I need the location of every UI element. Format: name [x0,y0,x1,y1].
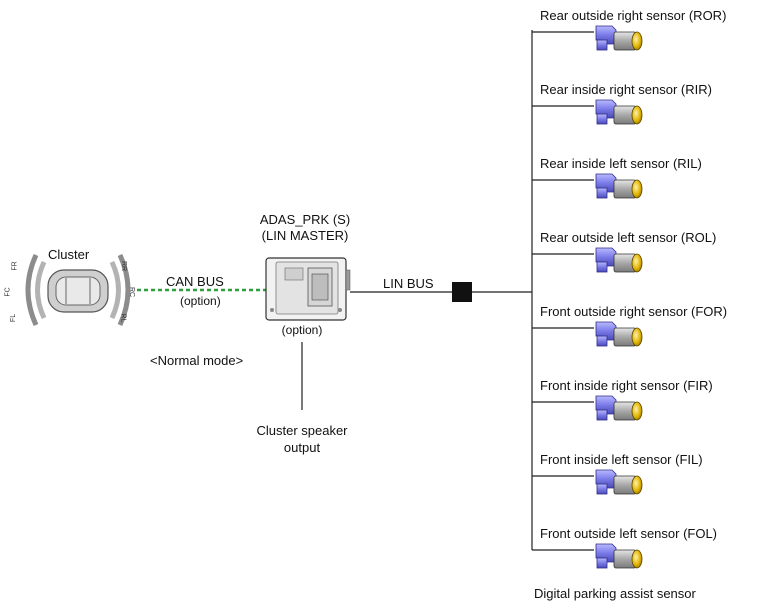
sensor-label: Front outside left sensor (FOL) [540,526,718,541]
parking-sensor-icon [595,247,643,273]
sensor-label: Rear inside right sensor (RIR) [540,82,712,97]
can-bus-label: CAN BUS [166,274,224,289]
adas-module [265,257,351,321]
zone-label-fc: FC [4,287,12,297]
module-role: (LIN MASTER) [261,228,349,243]
rear-arc-outer [117,253,131,327]
parking-sensor-icon [595,395,643,421]
front-arc-inner [35,260,47,320]
mode-label: <Normal mode> [150,353,244,368]
can-bus-note: (option) [180,294,221,308]
parking-sensor-icon [595,469,643,495]
module-name: ADAS_PRK (S) [259,212,351,227]
footer-label: Digital parking assist sensor [534,586,696,601]
speaker-label-line2: output [283,440,321,455]
zone-label-fr: FR [11,261,19,271]
sensor-label: Rear outside right sensor (ROR) [540,8,727,23]
zone-label-rr: RR [120,260,128,272]
zone-label-fl: FL [10,313,18,323]
module-note: (option) [281,323,323,337]
front-arc-outer [25,253,39,327]
parking-sensor-icon [595,321,643,347]
zone-label-rl: RL [119,313,127,323]
lin-bus-label: LIN BUS [383,276,434,291]
parking-sensor-icon [595,543,643,569]
sensor-label: Front inside left sensor (FIL) [540,452,703,467]
parking-sensor-icon [595,173,643,199]
parking-sensor-icon [595,25,643,51]
sensor-label: Rear inside left sensor (RIL) [540,156,702,171]
sensor-label: Front inside right sensor (FIR) [540,378,713,393]
parking-sensor-icon [595,99,643,125]
zone-label-rc: RC [128,286,136,298]
speaker-label-line1: Cluster speaker [256,423,348,438]
rear-arc-inner [109,260,121,320]
car-cabin [55,276,101,306]
lin-junction [452,282,472,302]
sensor-label: Rear outside left sensor (ROL) [540,230,717,245]
cluster-title: Cluster [48,247,90,262]
cluster-graphic [25,253,131,327]
sensor-label: Front outside right sensor (FOR) [540,304,728,319]
sensor-group [532,25,643,569]
